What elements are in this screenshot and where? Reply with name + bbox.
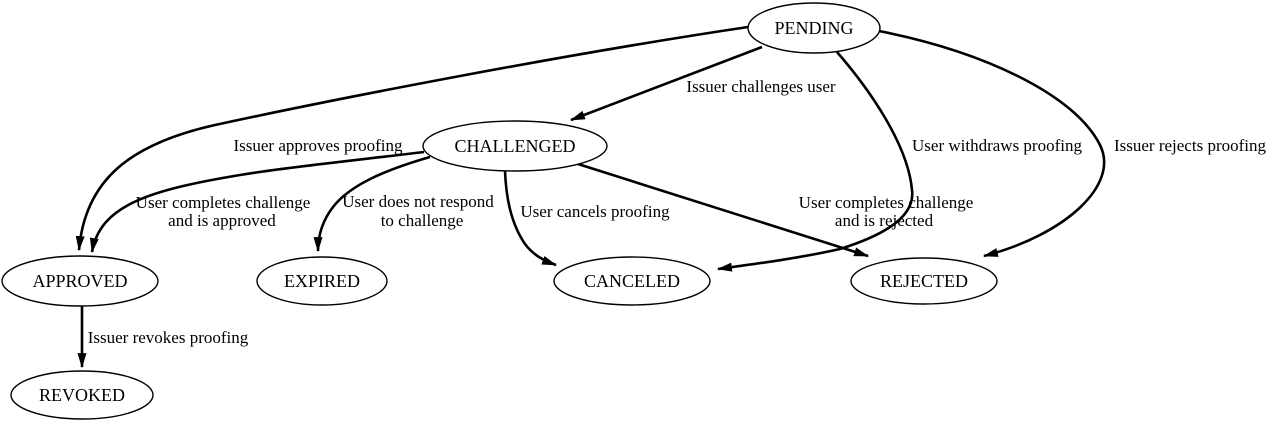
node-canceled-ellipse (553, 256, 711, 306)
edge-label-challenged-expired-line2: to challenge (381, 211, 464, 230)
node-pending-label: PENDING (775, 18, 854, 38)
node-pending: PENDING (747, 2, 881, 54)
edge-label-challenged-canceled: User cancels proofing (520, 202, 670, 221)
node-challenged: CHALLENGED (422, 120, 608, 172)
node-pending-ellipse (747, 2, 881, 54)
edge-challenged-canceled (503, 170, 558, 267)
node-expired-label: EXPIRED (284, 271, 360, 291)
node-revoked: REVOKED (10, 370, 154, 420)
edge-label-pending-approved: Issuer approves proofing (233, 136, 403, 155)
node-rejected: REJECTED (850, 257, 998, 305)
node-approved-label: APPROVED (32, 271, 127, 291)
edge-challenged-rejected (577, 162, 870, 258)
edge-label-challenged-approved-line1: User completes challenge (136, 193, 311, 212)
node-approved-ellipse (1, 255, 159, 307)
edge-label-pending-challenged: Issuer challenges user (686, 77, 836, 96)
node-rejected-ellipse (850, 257, 998, 305)
edge-label-challenged-rejected-line1: User completes challenge (799, 193, 974, 212)
node-revoked-label: REVOKED (39, 385, 125, 405)
node-approved: APPROVED (1, 255, 159, 307)
edge-label-approved-revoked: Issuer revokes proofing (88, 328, 249, 347)
edge-pending-challenged (569, 45, 763, 122)
node-challenged-ellipse (422, 120, 608, 172)
edge-label-pending-rejected: Issuer rejects proofing (1114, 136, 1267, 155)
edge-challenged-approved (89, 150, 425, 254)
node-rejected-label: REJECTED (880, 271, 968, 291)
edge-pending-approved (75, 25, 749, 252)
node-canceled: CANCELED (553, 256, 711, 306)
edge-challenged-expired (313, 155, 431, 253)
node-expired-ellipse (256, 256, 388, 306)
edge-label-pending-canceled: User withdraws proofing (912, 136, 1082, 155)
node-canceled-label: CANCELED (584, 271, 680, 291)
node-challenged-label: CHALLENGED (455, 136, 576, 156)
node-expired: EXPIRED (256, 256, 388, 306)
edge-label-challenged-rejected-line2: and is rejected (835, 211, 934, 230)
edge-label-challenged-expired-line1: User does not respond (342, 192, 494, 211)
edge-pending-rejected (878, 29, 1106, 258)
edge-pending-canceled (716, 51, 914, 272)
node-revoked-ellipse (10, 370, 154, 420)
edge-label-challenged-approved-line2: and is approved (168, 211, 276, 230)
